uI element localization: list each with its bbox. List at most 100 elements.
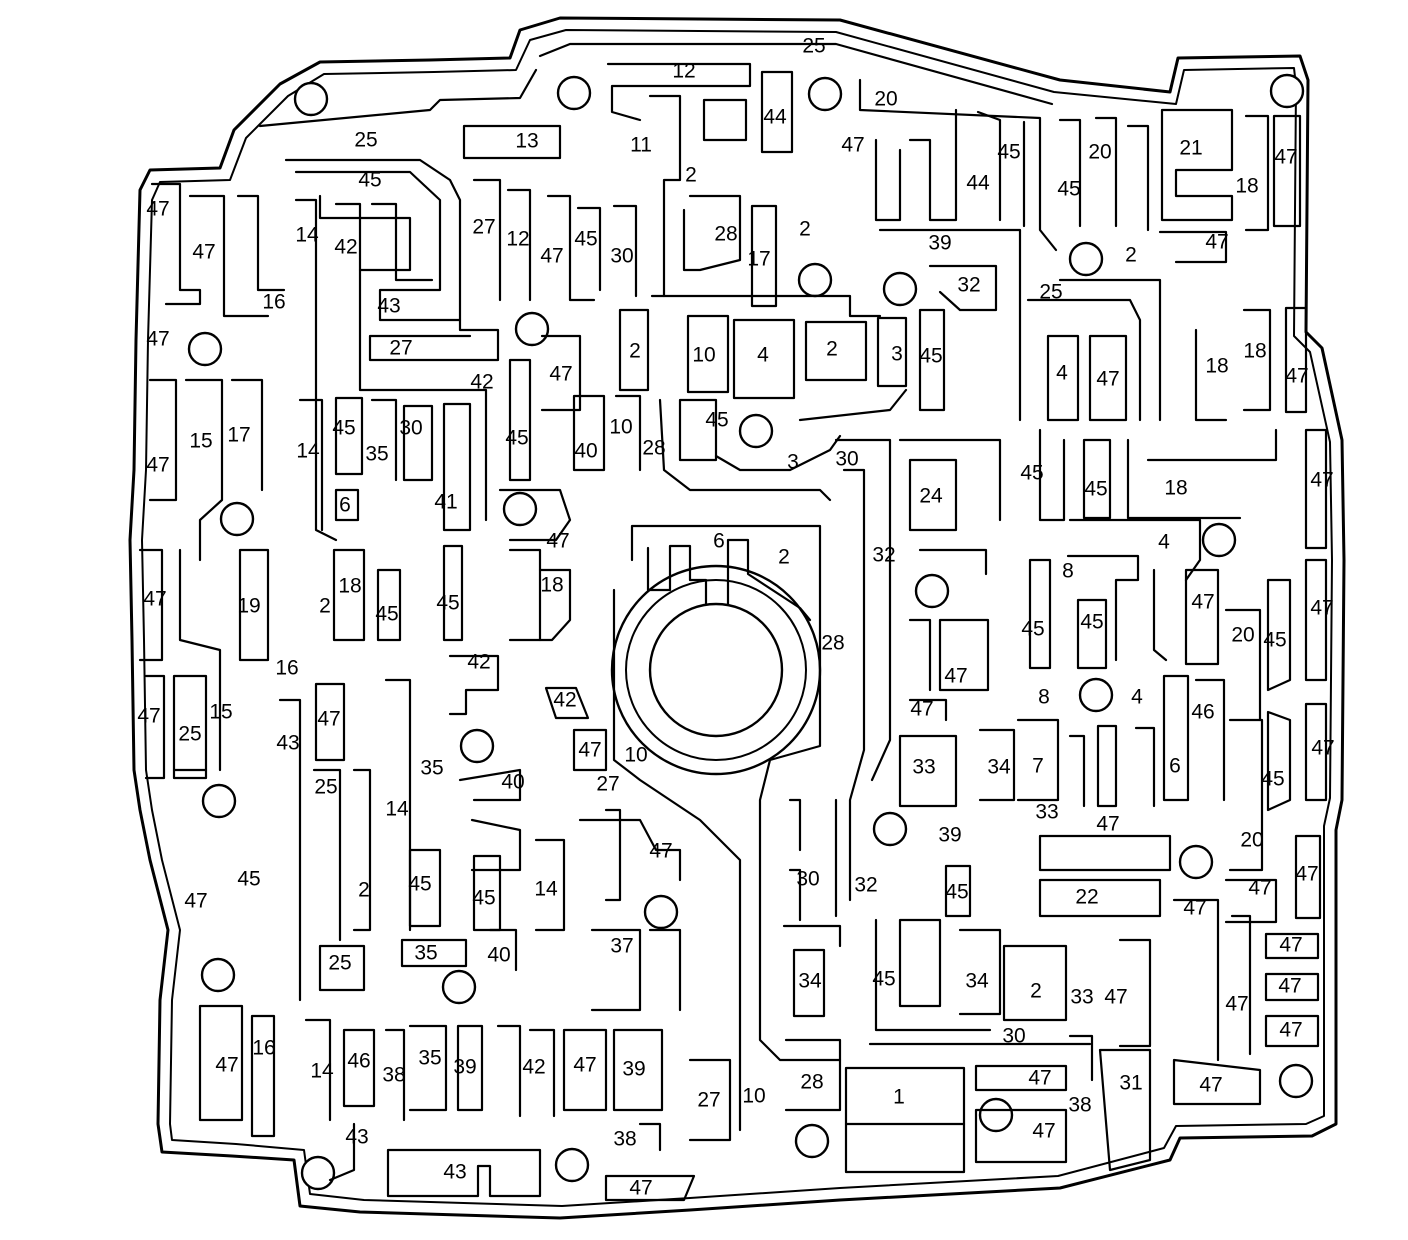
part-label-46: 46 — [1191, 701, 1214, 724]
part-label-47: 47 — [192, 241, 215, 264]
part-label-45: 45 — [1080, 611, 1103, 634]
part-label-43: 43 — [443, 1161, 466, 1184]
part-label-28: 28 — [821, 632, 844, 655]
part-label-47: 47 — [1279, 1019, 1302, 1042]
part-label-47: 47 — [146, 198, 169, 221]
part-label-45: 45 — [1020, 462, 1043, 485]
part-label-44: 44 — [966, 172, 990, 195]
part-label-34: 34 — [965, 970, 989, 993]
part-label-47: 47 — [1225, 993, 1248, 1016]
part-label-34: 34 — [987, 756, 1011, 779]
part-label-8: 8 — [1038, 686, 1050, 709]
part-label-4: 4 — [1056, 362, 1068, 385]
part-label-14: 14 — [295, 224, 319, 247]
part-label-47: 47 — [578, 739, 601, 762]
part-label-47: 47 — [1191, 591, 1214, 614]
part-label-6: 6 — [339, 494, 351, 517]
part-label-10: 10 — [624, 744, 647, 767]
part-label-35: 35 — [418, 1047, 441, 1070]
part-label-47: 47 — [1278, 975, 1301, 998]
part-label-18: 18 — [338, 575, 361, 598]
part-label-42: 42 — [470, 371, 493, 394]
part-label-35: 35 — [365, 443, 388, 466]
part-label-18: 18 — [1243, 340, 1266, 363]
part-label-47: 47 — [1279, 934, 1302, 957]
part-label-47: 47 — [1104, 986, 1127, 1009]
center-bore — [610, 524, 842, 1132]
part-label-25: 25 — [178, 723, 201, 746]
part-label-47: 47 — [1310, 597, 1333, 620]
part-label-47: 47 — [1199, 1074, 1222, 1097]
part-label-6: 6 — [713, 530, 725, 553]
part-label-4: 4 — [1158, 531, 1170, 554]
part-label-30: 30 — [796, 868, 819, 891]
part-label-45: 45 — [997, 141, 1020, 164]
part-label-47: 47 — [1311, 737, 1334, 760]
part-label-46: 46 — [347, 1050, 370, 1073]
part-label-47: 47 — [1248, 877, 1271, 900]
part-label-30: 30 — [835, 448, 858, 471]
part-label-28: 28 — [800, 1071, 823, 1094]
part-label-10: 10 — [742, 1085, 765, 1108]
part-label-47: 47 — [1295, 863, 1318, 886]
part-label-27: 27 — [697, 1089, 720, 1112]
part-label-47: 47 — [944, 665, 967, 688]
part-label-2: 2 — [826, 338, 838, 361]
part-label-39: 39 — [622, 1058, 645, 1081]
part-label-31: 31 — [1119, 1072, 1142, 1095]
part-label-25: 25 — [1039, 281, 1062, 304]
part-label-18: 18 — [1205, 355, 1228, 378]
part-label-30: 30 — [399, 417, 422, 440]
part-label-14: 14 — [385, 798, 409, 821]
part-label-27: 27 — [389, 337, 412, 360]
part-label-24: 24 — [919, 485, 943, 508]
fluid-passages — [138, 42, 1328, 1202]
part-label-37: 37 — [610, 935, 633, 958]
part-label-47: 47 — [215, 1054, 238, 1077]
part-label-47: 47 — [1205, 231, 1228, 254]
part-label-13: 13 — [515, 130, 538, 153]
part-label-12: 12 — [672, 60, 695, 83]
part-label-10: 10 — [692, 344, 715, 367]
part-label-17: 17 — [227, 424, 250, 447]
part-label-2: 2 — [778, 546, 790, 569]
part-label-45: 45 — [408, 873, 431, 896]
part-label-45: 45 — [574, 228, 597, 251]
part-label-17: 17 — [747, 248, 770, 271]
part-label-8: 8 — [1062, 560, 1074, 583]
part-label-32: 32 — [872, 544, 895, 567]
part-label-45: 45 — [332, 417, 355, 440]
part-label-18: 18 — [1164, 477, 1187, 500]
part-label-38: 38 — [1068, 1094, 1091, 1117]
part-label-18: 18 — [540, 574, 563, 597]
part-label-47: 47 — [1028, 1067, 1051, 1090]
part-label-4: 4 — [1131, 686, 1143, 709]
part-label-22: 22 — [1075, 886, 1098, 909]
part-label-3: 3 — [891, 343, 903, 366]
part-label-30: 30 — [610, 245, 633, 268]
part-label-47: 47 — [649, 840, 672, 863]
part-label-43: 43 — [377, 295, 400, 318]
part-label-33: 33 — [912, 756, 935, 779]
part-label-45: 45 — [375, 603, 398, 626]
part-label-35: 35 — [420, 757, 443, 780]
part-label-15: 15 — [189, 430, 212, 453]
part-label-43: 43 — [345, 1126, 368, 1149]
part-label-11: 11 — [630, 134, 652, 157]
part-label-45: 45 — [1084, 478, 1107, 501]
part-label-45: 45 — [919, 345, 942, 368]
part-label-14: 14 — [310, 1060, 334, 1083]
part-label-20: 20 — [1240, 829, 1263, 852]
part-label-38: 38 — [613, 1128, 636, 1151]
part-label-42: 42 — [522, 1056, 545, 1079]
part-label-25: 25 — [802, 35, 825, 58]
part-label-45: 45 — [872, 968, 895, 991]
part-label-32: 32 — [854, 874, 877, 897]
part-label-18: 18 — [1235, 175, 1258, 198]
part-label-2: 2 — [799, 218, 811, 241]
part-label-2: 2 — [1030, 980, 1042, 1003]
part-label-2: 2 — [629, 340, 641, 363]
part-label-25: 25 — [314, 776, 337, 799]
part-label-40: 40 — [487, 944, 510, 967]
